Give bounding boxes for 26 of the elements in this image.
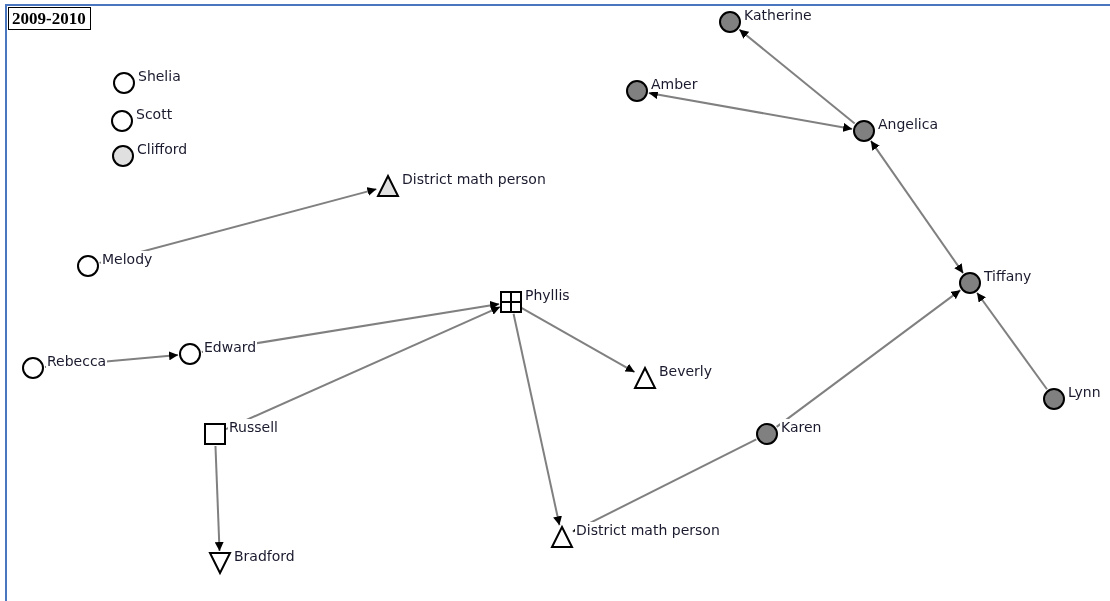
node-label: Bradford	[233, 548, 296, 564]
diagram-title: 2009-2010	[8, 7, 91, 30]
node-label: Melody	[101, 251, 154, 267]
node-label: Shelia	[137, 68, 182, 84]
node-label: District math person	[401, 171, 547, 187]
node-label: Clifford	[136, 141, 189, 157]
node-label: Edward	[203, 339, 258, 355]
arrow	[738, 28, 856, 125]
node-label: Beverly	[658, 363, 714, 379]
node-label: Katherine	[743, 7, 813, 23]
arrow	[775, 289, 962, 428]
arrow	[647, 90, 854, 132]
node-label: Scott	[135, 106, 174, 122]
node-label: Rebecca	[46, 353, 108, 369]
node-label: Tiffany	[983, 268, 1033, 284]
node-label: Karen	[780, 419, 823, 435]
node-label: Angelica	[877, 116, 939, 132]
arrow	[869, 139, 965, 275]
node-label: Phyllis	[524, 287, 571, 303]
arrow	[512, 312, 562, 527]
arrow	[571, 438, 758, 533]
arrow	[214, 445, 224, 552]
arrow	[976, 291, 1048, 391]
node-label: Russell	[228, 419, 279, 435]
node-label: Lynn	[1067, 384, 1102, 400]
node-label: Amber	[650, 76, 699, 92]
